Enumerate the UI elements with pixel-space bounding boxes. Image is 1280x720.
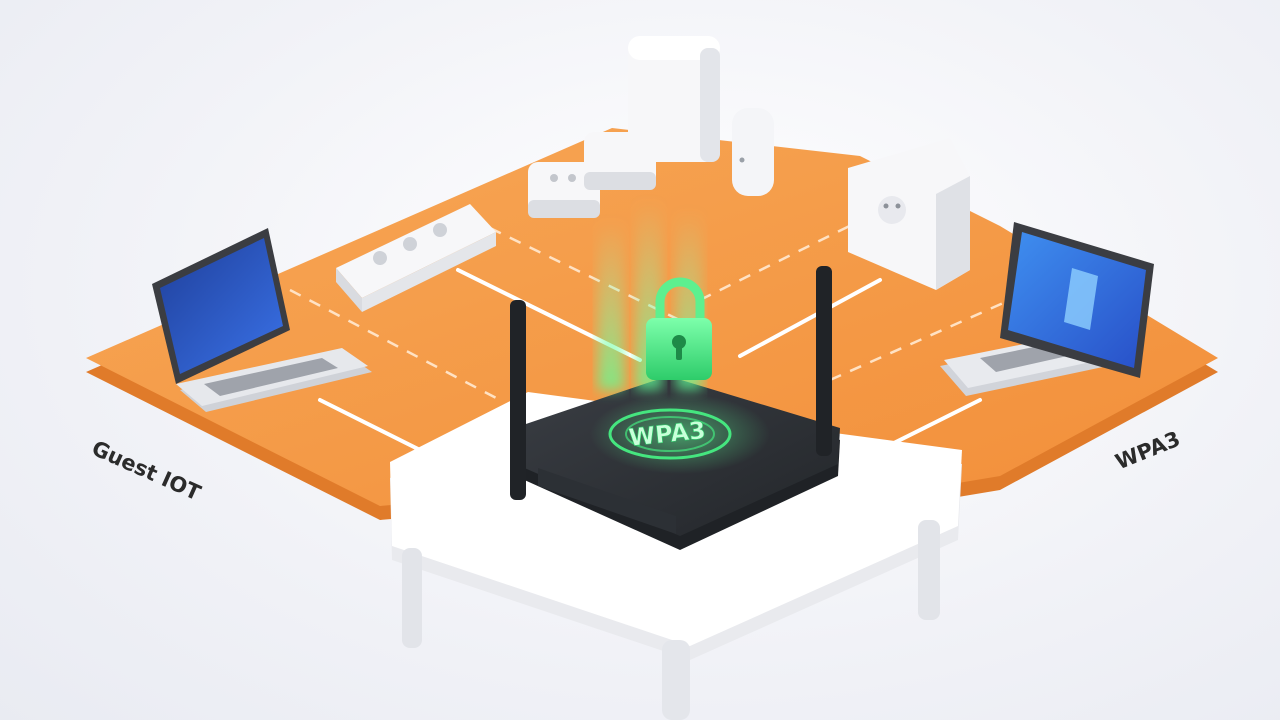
laptop-left — [152, 228, 372, 412]
laptop-right — [940, 222, 1154, 396]
lock-icon — [646, 277, 712, 380]
security-glow — [590, 200, 770, 474]
wall-outlet — [848, 138, 970, 290]
smart-hub — [628, 36, 774, 196]
segment-dashed-lines — [289, 194, 1011, 402]
power-strip — [336, 204, 496, 312]
smart-plugs — [528, 132, 656, 218]
